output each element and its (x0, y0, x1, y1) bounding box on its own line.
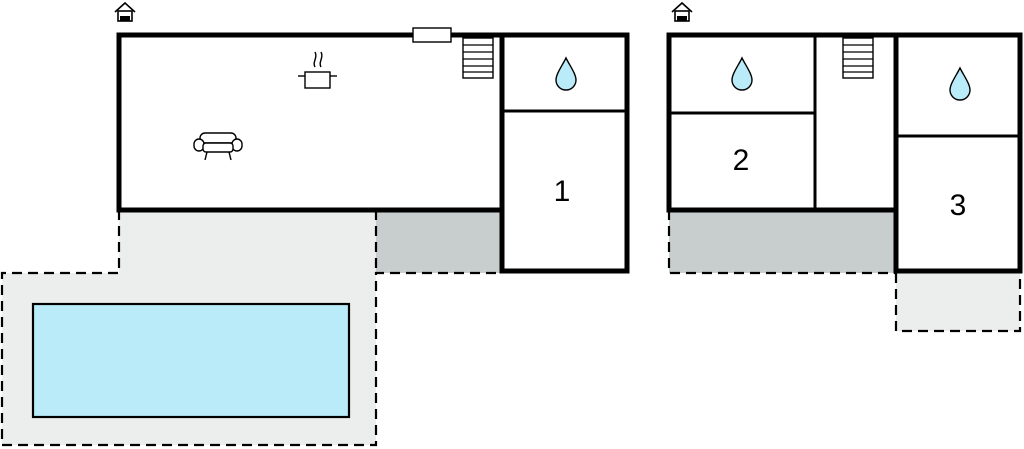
upper-floor-building: 2 3 (666, 1, 1023, 274)
room-number-3: 3 (950, 189, 967, 222)
bedroom-3-block-walls (893, 32, 1023, 274)
water-drop-icon (731, 56, 753, 91)
living-area-walls (116, 32, 505, 213)
house-icon (114, 1, 136, 22)
cooking-pot-icon (298, 51, 337, 89)
stairs-icon (842, 37, 874, 79)
balcony (896, 273, 1020, 331)
room-number-2: 2 (733, 144, 750, 177)
covered-terrace (376, 210, 500, 273)
room-number-1: 1 (554, 175, 571, 208)
water-drop-icon (949, 66, 971, 101)
bedroom-1-block-walls (499, 32, 630, 274)
ground-floor-building: 1 (114, 1, 630, 274)
ground-floor-outdoor (0, 210, 500, 447)
water-drop-icon (555, 56, 577, 91)
window (412, 27, 452, 43)
swimming-pool (31, 302, 351, 419)
terrace-outline (0, 210, 500, 447)
balcony-outline (894, 273, 1022, 333)
upper-floor-outdoor (667, 210, 1022, 333)
terrace-outline (667, 210, 896, 275)
sofa-icon (193, 132, 243, 161)
stairs-icon (462, 37, 494, 79)
covered-terrace (669, 210, 896, 273)
house-icon (671, 1, 693, 22)
